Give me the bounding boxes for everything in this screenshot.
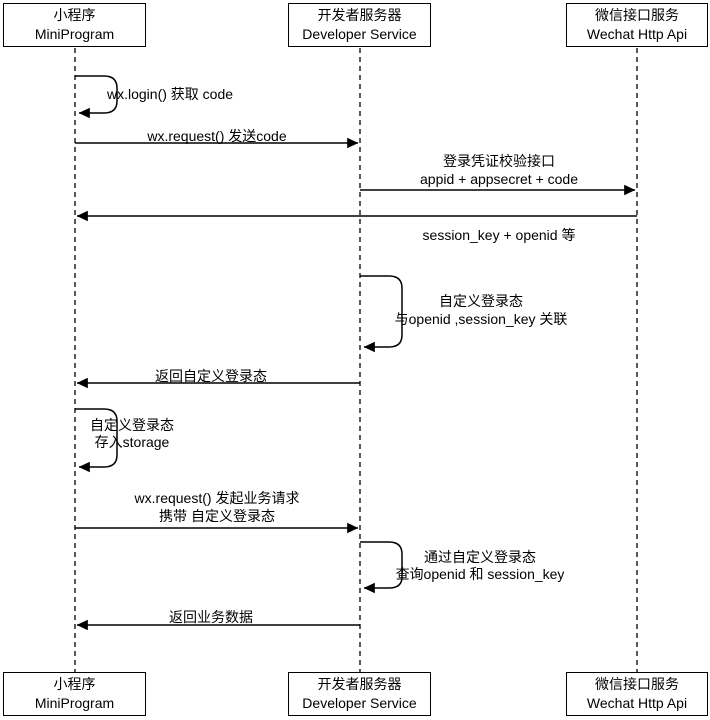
message-label-custom-login-state-bind: 自定义登录态 与openid ,session_key 关联 (394, 293, 568, 327)
actor-top-miniprogram: 小程序 MiniProgram (3, 3, 146, 47)
message-label-store-storage: 自定义登录态 存入storage (90, 417, 174, 450)
actor-label-en: Wechat Http Api (586, 695, 688, 711)
actor-bottom-miniprogram: 小程序 MiniProgram (3, 672, 146, 716)
actor-label-zh: 微信接口服务 (595, 676, 679, 692)
actor-bottom-wechat-api: 微信接口服务 Wechat Http Api (566, 672, 708, 716)
message-label-session-key-openid: session_key + openid 等 (422, 227, 576, 243)
actor-label-en: MiniProgram (34, 695, 115, 711)
actor-label-zh: 小程序 (53, 7, 96, 23)
message-label-login-credential-check: 登录凭证校验接口 appid + appsecret + code (419, 153, 579, 187)
message-label-send-code: wx.request() 发送code (147, 128, 287, 144)
actor-label-en: Developer Service (302, 26, 417, 42)
message-label-return-business-data: 返回业务数据 (169, 609, 253, 625)
message-label-wx-login: wx.login() 获取 code (107, 86, 234, 102)
message-label-return-custom-login-state: 返回自定义登录态 (155, 368, 267, 384)
actor-label-zh: 开发者服务器 (317, 7, 402, 23)
actor-top-wechat-api: 微信接口服务 Wechat Http Api (566, 3, 708, 47)
actor-label-en: Developer Service (302, 695, 417, 711)
actor-top-developer-service: 开发者服务器 Developer Service (288, 3, 431, 47)
actor-label-en: MiniProgram (34, 26, 115, 42)
selfloop-bind-openid-sessionkey-icon (360, 275, 403, 353)
actor-label-en: Wechat Http Api (586, 26, 688, 42)
actor-label-zh: 小程序 (53, 676, 96, 692)
actor-bottom-developer-service: 开发者服务器 Developer Service (288, 672, 431, 716)
actor-label-zh: 微信接口服务 (595, 7, 679, 23)
selfloop-query-openid-icon (360, 541, 403, 594)
actor-label-zh: 开发者服务器 (317, 676, 402, 692)
message-label-business-request: wx.request() 发起业务请求 携带 自定义登录态 (134, 490, 300, 524)
message-label-query-openid: 通过自定义登录态 查询openid 和 session_key (395, 549, 565, 582)
selfloop-store-storage-icon (75, 408, 118, 473)
selfloop-wx-login-icon (75, 75, 118, 119)
